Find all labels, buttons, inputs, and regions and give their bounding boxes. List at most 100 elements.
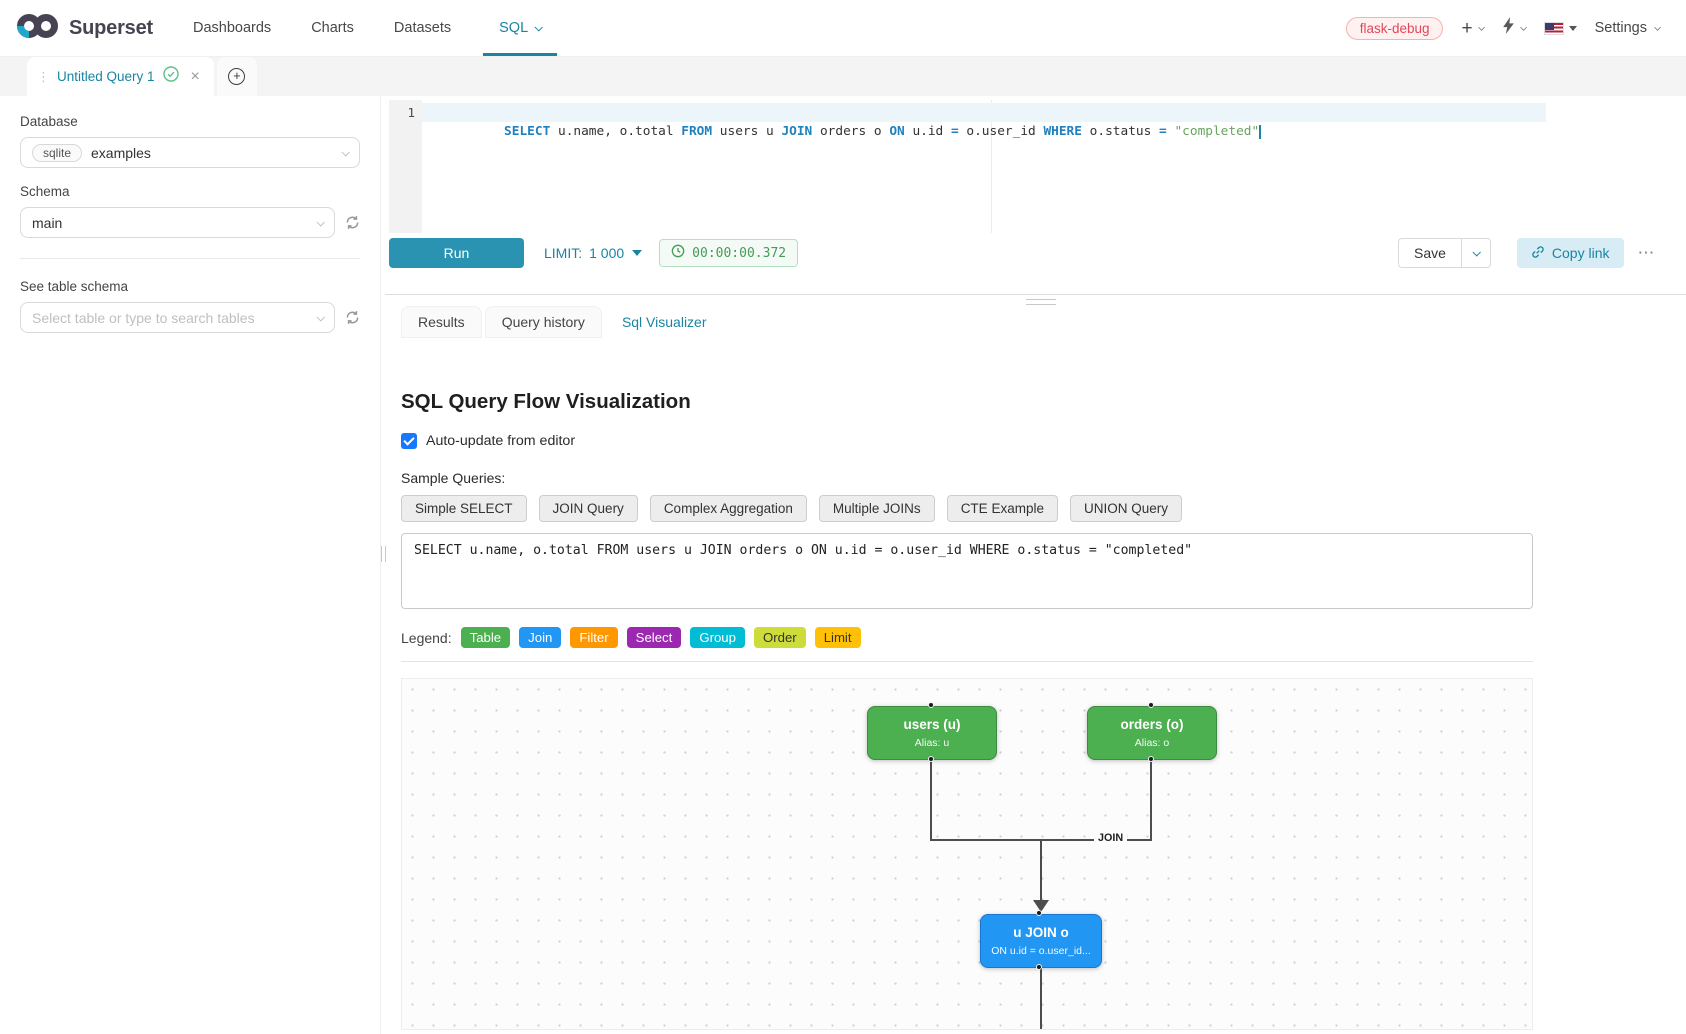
tab-results[interactable]: Results: [401, 306, 482, 338]
sample-query-button[interactable]: Complex Aggregation: [649, 495, 807, 522]
legend-chip: Filter: [570, 627, 618, 648]
sidebar-divider: [20, 258, 360, 259]
nav-sql-label[interactable]: SQL: [499, 20, 529, 36]
flow-node-join[interactable]: u JOIN o ON u.id = o.user_id...: [980, 914, 1102, 968]
query-tab[interactable]: ⋮ Untitled Query 1 ×: [27, 57, 214, 96]
chevron-down-icon: [1519, 24, 1527, 31]
navbar: Superset Dashboards Charts Datasets SQL …: [0, 0, 1686, 57]
node-title: orders (o): [1120, 717, 1184, 732]
plus-icon: +: [1461, 17, 1473, 39]
flow-canvas[interactable]: JOIN users (u) Alias: u orders (o) Alias…: [401, 678, 1533, 1030]
clock-icon: [671, 244, 685, 262]
legend-chip: Table: [460, 627, 511, 648]
node-subtitle: ON u.id = o.user_id...: [991, 945, 1091, 957]
table-select-placeholder: Select table or type to search tables: [32, 309, 255, 326]
edge-join-output: [1040, 968, 1042, 1029]
new-item-button[interactable]: +: [1461, 17, 1485, 39]
sql-editor[interactable]: 1 SELECT u.name, o.total FROM users u JO…: [389, 100, 1546, 233]
line-number: 1: [407, 105, 415, 120]
tab-sql-visualizer[interactable]: Sql Visualizer: [604, 306, 724, 338]
sample-queries-label: Sample Queries:: [401, 470, 506, 486]
port-orders-bottom[interactable]: [1148, 756, 1154, 762]
sqllab-sidebar: Database sqlite examples Schema main See…: [0, 96, 380, 1034]
legend-chip: Select: [626, 627, 682, 648]
add-tab-button[interactable]: +: [216, 57, 257, 96]
plus-circle-icon: +: [228, 68, 246, 85]
legend-chip: Join: [519, 627, 562, 648]
refresh-schemas-button[interactable]: [345, 215, 360, 230]
port-users-bottom[interactable]: [928, 756, 934, 762]
query-input[interactable]: SELECT u.name, o.total FROM users u JOIN…: [401, 533, 1533, 609]
chevron-down-icon: [316, 217, 325, 227]
chevron-down-icon: [1654, 24, 1661, 31]
us-flag-icon: [1543, 21, 1564, 35]
query-tab-label: Untitled Query 1: [57, 69, 155, 84]
refresh-tables-button[interactable]: [345, 310, 360, 325]
legend-chip: Limit: [814, 627, 861, 648]
editor-gutter: 1: [389, 100, 422, 233]
editor-active-line[interactable]: SELECT u.name, o.total FROM users u JOIN…: [422, 103, 1546, 139]
database-engine-badge: sqlite: [32, 143, 83, 162]
legend-chip: Group: [690, 627, 745, 648]
copy-link-label: Copy link: [1551, 245, 1610, 261]
drag-handle-icon[interactable]: ⋮: [37, 68, 50, 84]
pane-resize-handle[interactable]: [1026, 299, 1056, 305]
lightning-icon: [1502, 17, 1515, 39]
save-dropdown-button[interactable]: [1461, 238, 1491, 268]
check-circle-icon: [162, 66, 179, 87]
port-users-top[interactable]: [928, 702, 934, 708]
schema-select-value: main: [32, 214, 63, 231]
query-status-button[interactable]: [1502, 17, 1527, 39]
sample-query-button[interactable]: Simple SELECT: [401, 495, 527, 522]
superset-logo[interactable]: [15, 11, 61, 46]
chevron-down-icon: [316, 312, 325, 322]
limit-dropdown[interactable]: LIMIT: 1 000: [544, 245, 643, 261]
sample-query-button[interactable]: JOIN Query: [538, 495, 638, 522]
more-menu-button[interactable]: ⋯: [1637, 243, 1656, 262]
page-title: SQL Query Flow Visualization: [401, 390, 691, 413]
database-select-value: examples: [91, 144, 151, 161]
edge-orders-join: [1150, 760, 1152, 840]
brand-title[interactable]: Superset: [69, 16, 153, 39]
nav-dashboards[interactable]: Dashboards: [193, 20, 272, 36]
sample-query-button[interactable]: CTE Example: [946, 495, 1058, 522]
settings-label: Settings: [1594, 20, 1647, 36]
sample-query-button[interactable]: Multiple JOINs: [818, 495, 935, 522]
auto-update-label: Auto-update from editor: [426, 433, 576, 449]
port-orders-top[interactable]: [1148, 702, 1154, 708]
sample-query-button[interactable]: UNION Query: [1069, 495, 1182, 522]
close-icon[interactable]: ×: [190, 67, 200, 85]
node-title: u JOIN o: [1013, 925, 1069, 940]
text-cursor: [1259, 125, 1262, 139]
legend-chip: Order: [753, 627, 806, 648]
node-subtitle: Alias: u: [914, 737, 950, 749]
save-button[interactable]: Save: [1397, 238, 1462, 268]
edge-arrow-shaft: [1040, 839, 1042, 901]
language-selector[interactable]: [1543, 21, 1577, 35]
schema-select[interactable]: main: [20, 207, 335, 238]
settings-menu[interactable]: Settings: [1594, 20, 1661, 36]
database-select[interactable]: sqlite examples: [20, 137, 360, 168]
flow-node-users[interactable]: users (u) Alias: u: [867, 706, 997, 760]
limit-label: LIMIT:: [544, 245, 583, 261]
pane-divider: [385, 294, 1686, 305]
sidebar-resize-handle-icon[interactable]: [381, 546, 386, 562]
flow-node-orders[interactable]: orders (o) Alias: o: [1087, 706, 1217, 760]
nav-sql[interactable]: SQL: [483, 0, 558, 56]
tab-query-history[interactable]: Query history: [484, 306, 602, 338]
result-tabs: Results Query history Sql Visualizer: [401, 306, 1686, 338]
chevron-down-icon: [341, 147, 350, 157]
timer-value: 00:00:00.372: [692, 245, 787, 261]
sidebar-resize-divider[interactable]: [380, 96, 386, 1034]
nav-datasets[interactable]: Datasets: [393, 20, 452, 36]
port-join-bottom[interactable]: [1036, 964, 1042, 970]
copy-link-button[interactable]: Copy link: [1516, 238, 1624, 268]
active-nav-underline: [483, 53, 558, 56]
sample-query-buttons: Simple SELECT JOIN Query Complex Aggregati…: [401, 495, 1533, 522]
run-button[interactable]: Run: [389, 238, 524, 268]
nav-charts[interactable]: Charts: [311, 20, 354, 36]
auto-update-checkbox[interactable]: [401, 433, 417, 449]
table-select[interactable]: Select table or type to search tables: [20, 302, 335, 333]
port-join-top[interactable]: [1036, 910, 1042, 916]
legend-chips: Table Join Filter Select Group Order Limit: [460, 627, 861, 648]
